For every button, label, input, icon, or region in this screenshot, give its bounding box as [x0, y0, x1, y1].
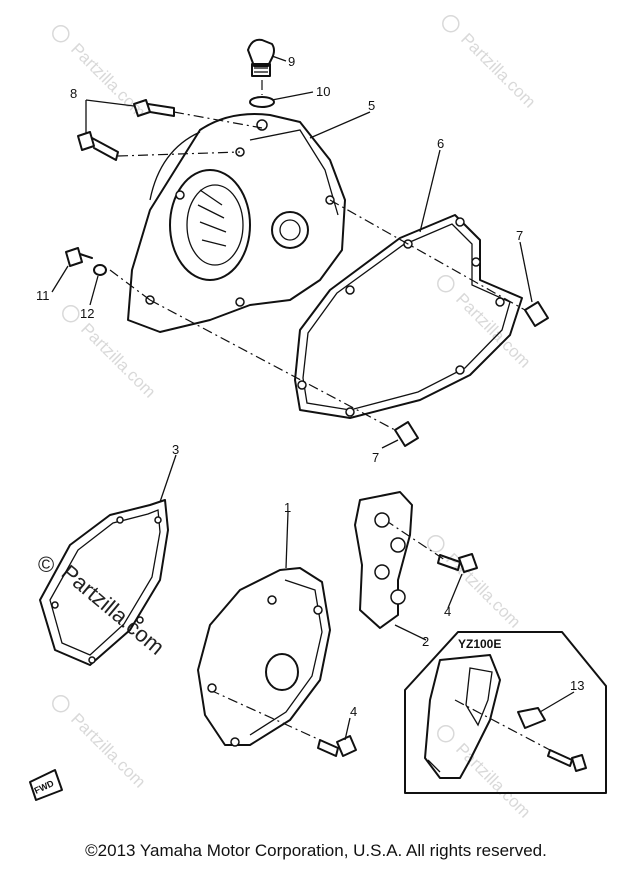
- callout-2: 2: [422, 634, 429, 649]
- callout-7-lower: 7: [372, 450, 379, 465]
- part-3-cover-gasket: [39, 499, 169, 666]
- callout-7-upper: 7: [516, 228, 523, 243]
- callout-leaders: [51, 55, 575, 741]
- watermark-text: Partzilla.com: [77, 319, 159, 401]
- callout-4-upper: 4: [444, 604, 451, 619]
- callout-3: 3: [172, 442, 179, 457]
- copyright-symbol: ©: [38, 552, 54, 577]
- assembly-lines: [109, 80, 551, 751]
- part-2-guard-plate: [354, 491, 413, 629]
- forward-direction-arrow: FWD: [29, 769, 63, 801]
- part-7-dowel-pins: [394, 301, 549, 447]
- watermark-text: Partzilla.com: [452, 289, 534, 371]
- callout-12: 12: [80, 306, 94, 321]
- callout-10: 10: [316, 84, 330, 99]
- callout-4-lower: 4: [350, 704, 357, 719]
- callout-8: 8: [70, 86, 77, 101]
- callout-13: 13: [570, 678, 584, 693]
- watermark-text: Partzilla.com: [452, 739, 534, 821]
- yz100e-inset: YZ100E: [404, 631, 607, 794]
- part-9-plug: [247, 38, 275, 77]
- part-12-washer: [93, 264, 107, 276]
- part-6-gasket: [294, 214, 523, 419]
- callout-6: 6: [437, 136, 444, 151]
- part-5-crankcase-cover: [127, 113, 346, 333]
- watermark-text: Partzilla.com: [457, 29, 539, 111]
- part-11-bolt: [65, 247, 93, 267]
- callout-5: 5: [368, 98, 375, 113]
- watermark-text: Partzilla.com: [67, 39, 149, 121]
- callout-numbers: 9 10 8 5 6 7 7 11 12 3 1 4 4 2 13: [36, 54, 584, 719]
- watermark-text: Partzilla.com: [67, 709, 149, 791]
- callout-9: 9: [288, 54, 295, 69]
- part-10-o-ring: [249, 96, 275, 108]
- part-1-generator-cover: [197, 567, 331, 747]
- callout-1: 1: [284, 500, 291, 515]
- inset-model-label: YZ100E: [458, 637, 501, 651]
- callout-11: 11: [36, 288, 50, 303]
- copyright-footer: ©2013 Yamaha Motor Corporation, U.S.A. A…: [85, 841, 547, 860]
